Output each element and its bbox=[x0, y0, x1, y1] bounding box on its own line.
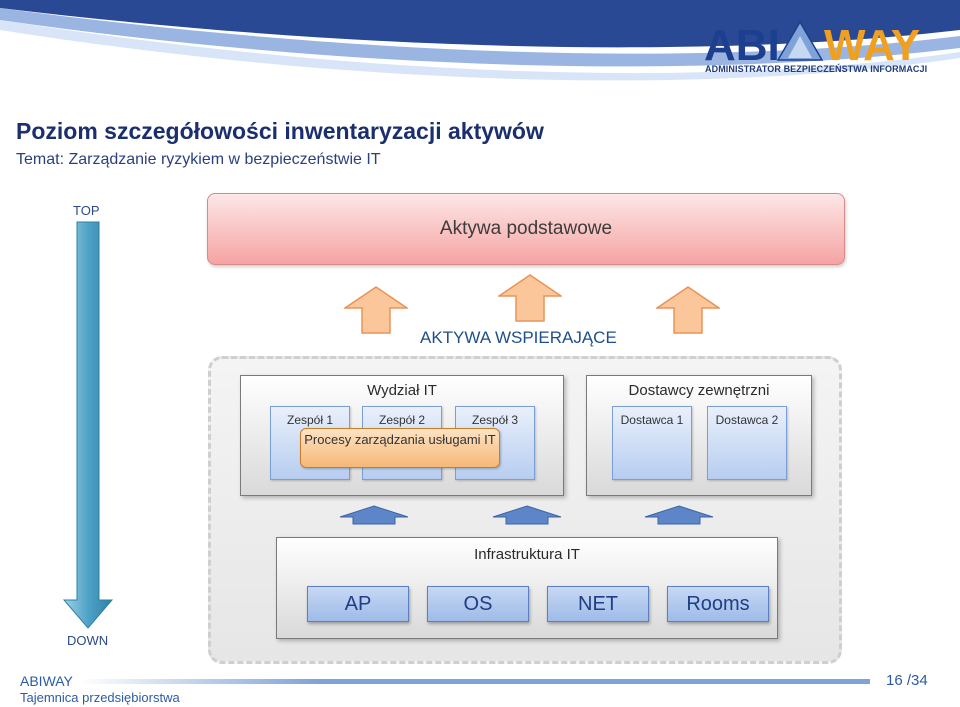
blue-up-arrow-icon bbox=[492, 505, 562, 525]
orange-up-arrow-icon bbox=[344, 286, 408, 334]
slide-subtitle: Temat: Zarządzanie ryzykiem w bezpieczeń… bbox=[16, 151, 381, 168]
abiway-logo: ABI WAY bbox=[704, 20, 920, 70]
header-swoosh-decoration bbox=[0, 0, 960, 81]
page-number: 16 /34 bbox=[886, 672, 928, 689]
primary-assets-box: Aktywa podstawowe bbox=[207, 193, 845, 265]
infra-item-ap: AP bbox=[307, 586, 409, 622]
footer-confidentiality: Tajemnica przedsiębiorstwa bbox=[20, 690, 180, 705]
vertical-down-arrow-icon bbox=[62, 221, 114, 629]
vendor-box: Dostawca 1 bbox=[612, 406, 692, 480]
orange-up-arrow-icon bbox=[656, 286, 720, 334]
infra-item-os: OS bbox=[427, 586, 529, 622]
external-vendors-title: Dostawcy zewnętrzni bbox=[628, 382, 770, 399]
footer-divider bbox=[80, 679, 870, 684]
infra-item-rooms: Rooms bbox=[667, 586, 769, 622]
primary-assets-label: Aktywa podstawowe bbox=[439, 218, 613, 239]
supporting-assets-label: AKTYWA WSPIERAJĄCE bbox=[420, 328, 617, 347]
it-department-title: Wydział IT bbox=[367, 382, 437, 399]
top-label: TOP bbox=[73, 203, 100, 218]
slide-title: Poziom szczegółowości inwentaryzacji akt… bbox=[16, 118, 544, 144]
logo-tagline: ADMINISTRATOR BEZPIECZEŃSTWA INFORMACJI bbox=[705, 64, 928, 74]
blue-up-arrow-icon bbox=[644, 505, 714, 525]
it-infrastructure-title: Infrastruktura IT bbox=[474, 546, 580, 563]
blue-up-arrow-icon bbox=[339, 505, 409, 525]
down-label: DOWN bbox=[67, 633, 109, 648]
it-service-process-box: Procesy zarządzania usługami IT bbox=[300, 428, 500, 468]
footer-organization: ABIWAY bbox=[20, 673, 73, 689]
orange-up-arrow-icon bbox=[498, 274, 562, 322]
svg-text:ABI: ABI bbox=[704, 21, 780, 70]
svg-text:WAY: WAY bbox=[824, 21, 920, 70]
vendor-box: Dostawca 2 bbox=[707, 406, 787, 480]
infra-item-net: NET bbox=[547, 586, 649, 622]
current-page: 16 bbox=[886, 672, 903, 689]
total-pages: /34 bbox=[906, 672, 928, 689]
